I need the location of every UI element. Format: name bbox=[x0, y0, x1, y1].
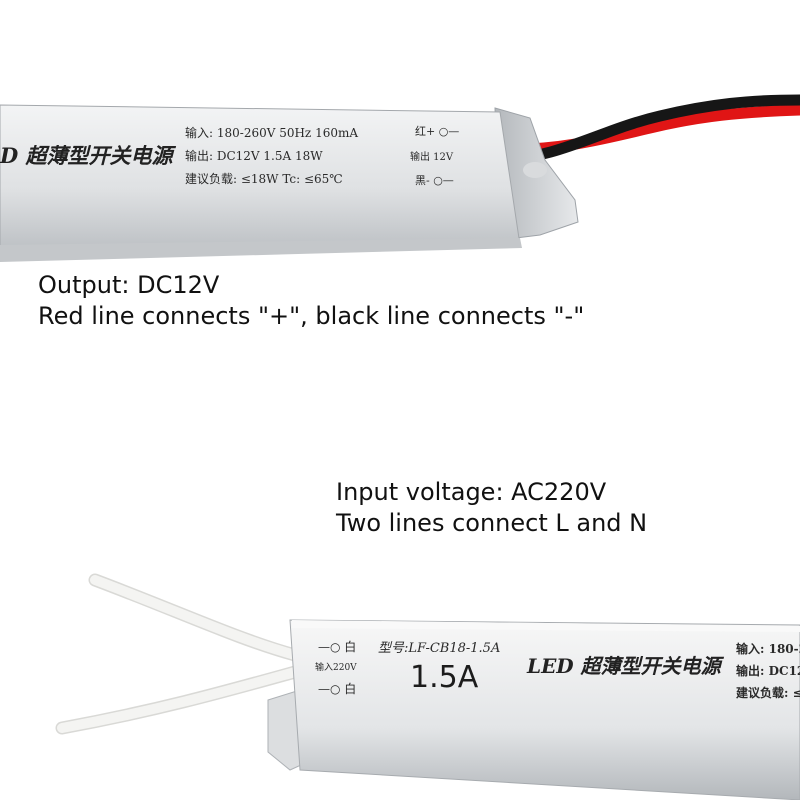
black-wire bbox=[494, 94, 800, 166]
caption-input-line1: Input voltage: AC220V bbox=[336, 478, 607, 506]
caption-output: Output: DC12V Red line connects "+", bla… bbox=[38, 270, 584, 332]
bottom-model: 型号:LF-CB18-1.5A bbox=[378, 641, 501, 656]
bottom-label-output: 输出: DC12 bbox=[736, 664, 800, 678]
caption-input-line2: Two lines connect L and N bbox=[336, 509, 648, 537]
top-power-supply bbox=[0, 94, 800, 262]
top-label-output: 输出: DC12V 1.5A 18W bbox=[185, 149, 323, 163]
bottom-terminal-white-1: —○ 白 bbox=[318, 640, 357, 654]
top-terminal-black: 黑- ○— bbox=[415, 174, 454, 187]
bottom-current: 1.5A bbox=[410, 660, 479, 695]
caption-output-line1: Output: DC12V bbox=[38, 271, 220, 299]
bottom-case-body bbox=[289, 619, 800, 800]
top-label-brand: D 超薄型开关电源 bbox=[0, 143, 173, 168]
top-label-load: 建议负载: ≤18W Tc: ≤65℃ bbox=[185, 172, 343, 186]
bottom-brand: LED 超薄型开关电源 bbox=[527, 654, 721, 678]
top-label-input: 输入: 180-260V 50Hz 160mA bbox=[185, 126, 359, 140]
top-terminal-red: 红+ ○— bbox=[415, 125, 460, 138]
caption-input: Input voltage: AC220V Two lines connect … bbox=[336, 477, 647, 539]
bottom-label-load: 建议负载: ≤ bbox=[736, 686, 800, 700]
top-terminal-output: 输出 12V bbox=[410, 152, 454, 163]
bottom-terminal-white-2: —○ 白 bbox=[318, 682, 357, 696]
bottom-power-supply bbox=[55, 573, 800, 800]
bottom-terminal-input: 输入220V bbox=[315, 663, 357, 673]
caption-output-line2: Red line connects "+", black line connec… bbox=[38, 302, 585, 330]
bottom-label-input: 输入: 180-2 bbox=[736, 642, 800, 656]
